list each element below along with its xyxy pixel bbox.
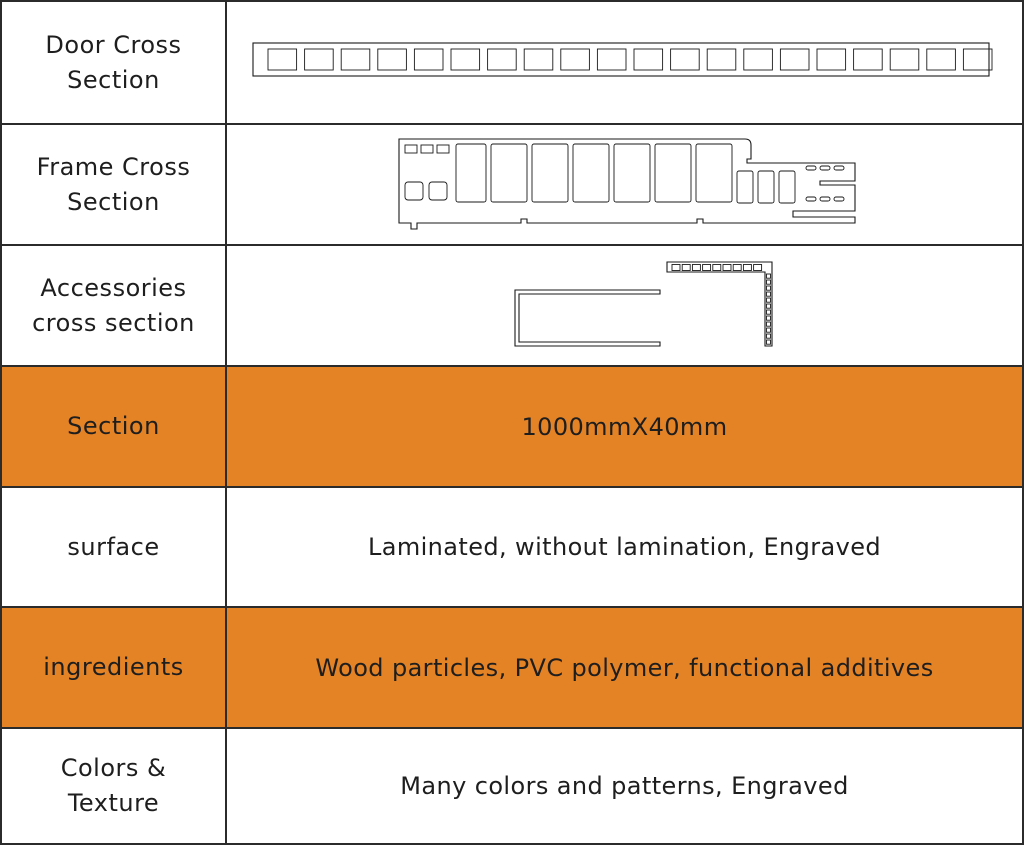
table-row: Frame Cross Section [2, 123, 1022, 244]
door-cross-section-drawing [252, 42, 993, 77]
accessories-cross-section-cell [227, 246, 1024, 365]
table-row: ingredients Wood particles, PVC polymer,… [2, 606, 1022, 727]
accessories-cross-section-drawing [514, 261, 773, 347]
row-label: ingredients [2, 608, 227, 727]
table-row: Colors & Texture Many colors and pattern… [2, 727, 1022, 843]
frame-cross-section-cell [227, 125, 1024, 244]
row-value: 1000mmX40mm [521, 412, 728, 441]
row-value: Laminated, without lamination, Engraved [367, 533, 882, 561]
row-label: Accessories cross section [2, 246, 227, 365]
table-row: surface Laminated, without lamination, E… [2, 486, 1022, 606]
row-value: Many colors and patterns, Engraved [400, 772, 849, 800]
row-label: Door Cross Section [2, 2, 227, 123]
row-label: Colors & Texture [2, 729, 227, 843]
row-label: Section [2, 367, 227, 486]
row-value: Wood particles, PVC polymer, functional … [315, 653, 934, 682]
table-row: Section 1000mmX40mm [2, 365, 1022, 486]
frame-cross-section-drawing [398, 138, 856, 230]
row-label: surface [2, 488, 227, 606]
table-row: Door Cross Section [2, 2, 1022, 123]
row-label: Frame Cross Section [2, 125, 227, 244]
table-row: Accessories cross section [2, 244, 1022, 365]
door-cross-section-cell [227, 2, 1024, 123]
